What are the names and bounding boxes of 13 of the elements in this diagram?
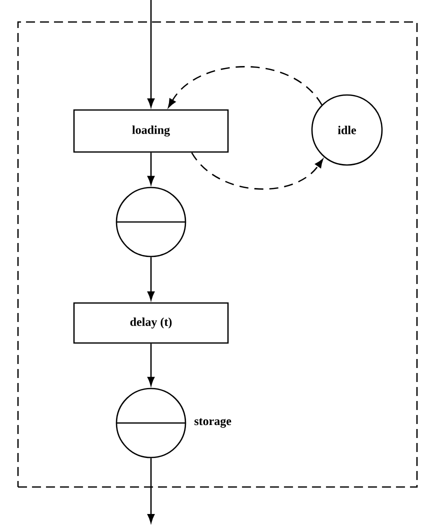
arrow bbox=[147, 257, 155, 300]
arrow bbox=[147, 152, 155, 185]
queue-circle bbox=[116, 388, 186, 458]
process-box: loading bbox=[73, 109, 229, 153]
arrow bbox=[147, 458, 155, 523]
arrow bbox=[168, 66, 322, 108]
arrow bbox=[191, 152, 324, 190]
node-caption: storage bbox=[194, 418, 232, 428]
queue-circle bbox=[116, 186, 186, 258]
arrow bbox=[147, 344, 155, 386]
process-box: delay (t) bbox=[73, 302, 229, 344]
arrow bbox=[147, 0, 155, 108]
system-boundary bbox=[17, 21, 418, 488]
